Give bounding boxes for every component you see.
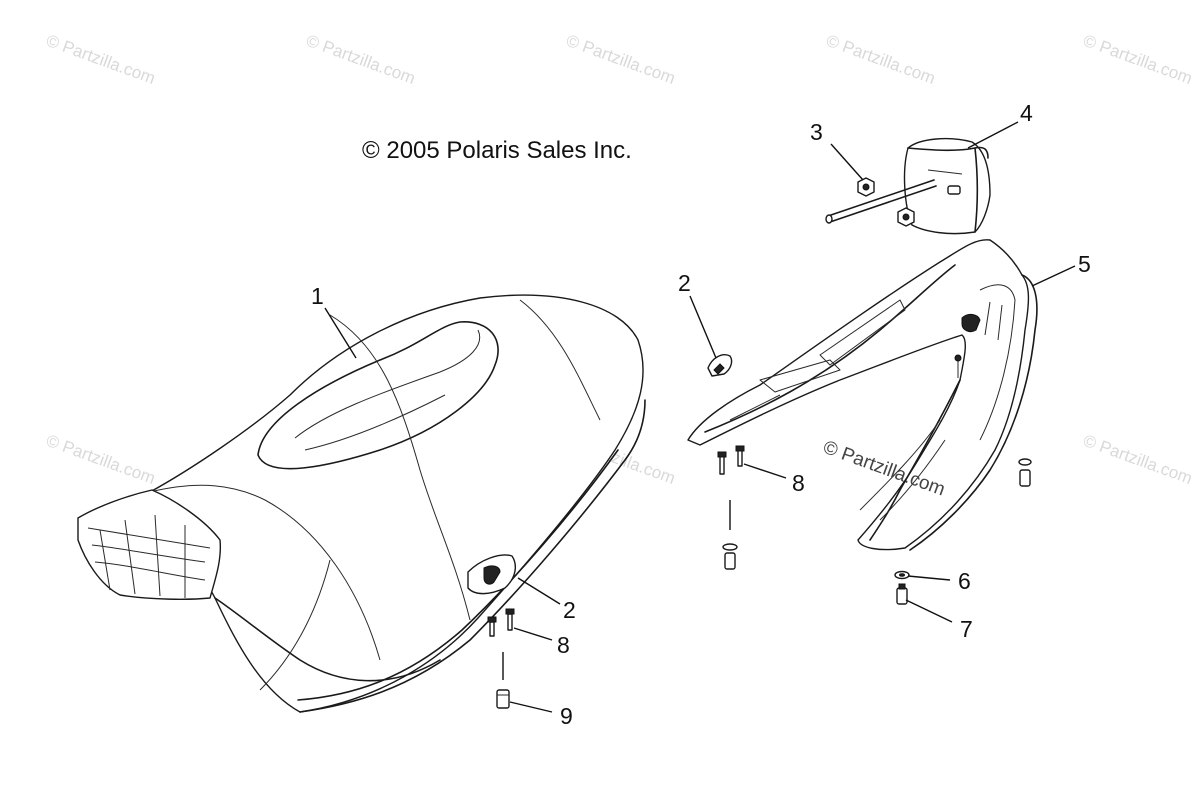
watermark: © Partzilla.com [564, 31, 678, 88]
callout-5: 5 [1078, 251, 1091, 277]
callout-1: 1 [311, 283, 324, 309]
bolt-rail-right [1018, 458, 1032, 487]
bolt-part-9 [496, 689, 510, 709]
callout-9: 9 [560, 703, 573, 729]
latch-part-2-upper [707, 354, 733, 377]
watermark: © Partzilla.com [1081, 31, 1195, 88]
watermark: © Partzilla.com [304, 31, 418, 88]
callout-3: 3 [810, 119, 823, 145]
callout-2-seat: 2 [563, 597, 576, 623]
watermark: © Partzilla.com [824, 31, 938, 88]
watermark: © Partzilla.com [44, 431, 158, 488]
copyright-text: © 2005 Polaris Sales Inc. [362, 137, 632, 164]
nut-part-3 [857, 177, 915, 227]
washer-part-6 [894, 570, 910, 580]
screws-part-8-seat [487, 608, 515, 680]
screws-part-8-bracket [717, 445, 745, 530]
callout-8-seat: 8 [557, 632, 570, 658]
callout-6: 6 [958, 568, 971, 594]
bolt-bracket-lower [722, 543, 738, 570]
callout-2-bracket: 2 [678, 270, 691, 296]
watermark: © Partzilla.com [44, 31, 158, 88]
watermark: © Partzilla.com [1081, 431, 1195, 488]
grab-rail-part-5 [687, 239, 1038, 551]
callout-4: 4 [1020, 100, 1033, 126]
callouts: 1 2 2 3 4 5 6 7 8 8 9 [311, 100, 1091, 729]
callout-7: 7 [960, 616, 973, 642]
seat-part-1 [77, 294, 646, 713]
callout-8-bracket: 8 [792, 470, 805, 496]
bolt-part-7 [896, 583, 908, 605]
